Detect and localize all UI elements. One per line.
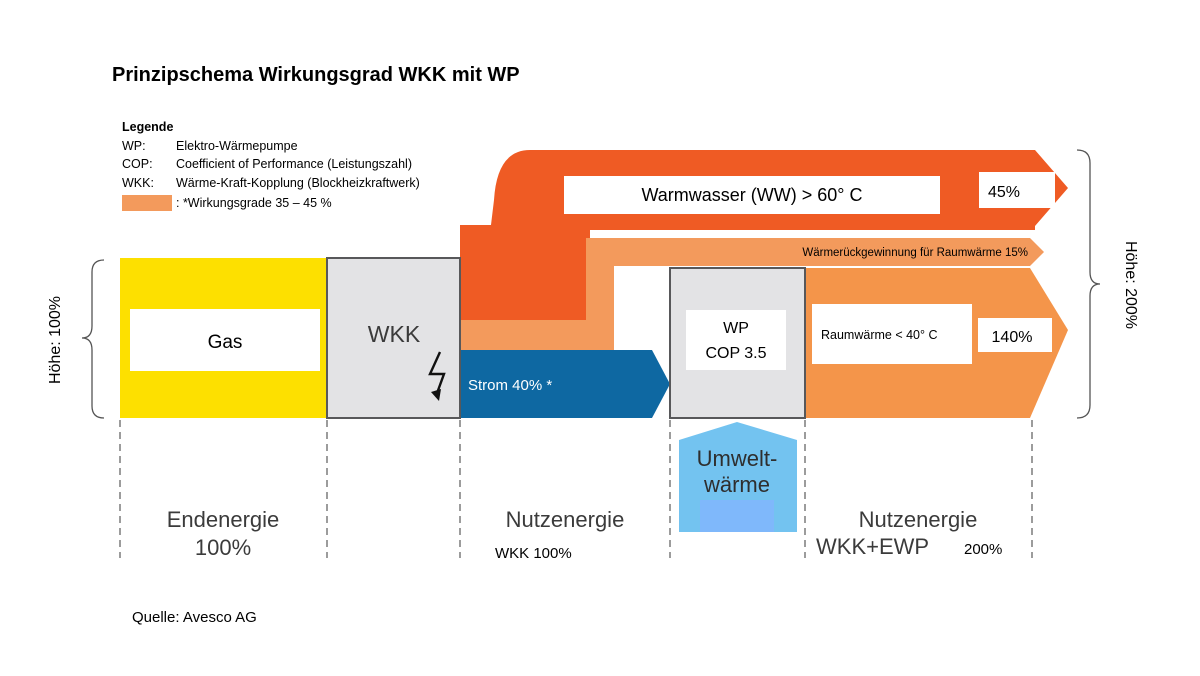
legend-item-wp: WP: Elektro-Wärmepumpe — [122, 137, 420, 156]
nutzenergie-total-label: Nutzenergie — [859, 507, 978, 532]
raumwaerme-label-box — [812, 304, 972, 364]
nutzenergie-wkk-pct: WKK 100% — [495, 545, 572, 562]
raumwaerme-pct-box — [978, 318, 1052, 352]
lightning-arrowhead-icon — [431, 389, 441, 401]
wp-label: WP — [723, 320, 749, 337]
raumwaerme-pct: 140% — [992, 329, 1033, 346]
warmwasser-stem — [460, 225, 590, 320]
column-separators — [119, 420, 1033, 558]
legend-rate-text: : *Wirkungsgrade 35 – 45 % — [176, 196, 332, 210]
legend-text: Wärme-Kraft-Kopplung (Blockheizkraftwerk… — [176, 175, 420, 190]
rueckgewinnung-label: Wärmerückgewinnung für Raumwärme 15% — [802, 247, 1028, 259]
rueckgewinnung-flow-band — [460, 238, 1044, 350]
wp-label-box — [686, 310, 786, 370]
legend-item-wkk: WKK: Wärme-Kraft-Kopplung (Blockheizkraf… — [122, 174, 420, 193]
legend-abbr: WKK: — [122, 175, 154, 190]
legend-text: Elektro-Wärmepumpe — [176, 138, 298, 153]
raumwaerme-label: Raumwärme < 40° C — [821, 328, 938, 342]
diagram-title: Prinzipschema Wirkungsgrad WKK mit WP — [112, 64, 520, 86]
legend-text: Coefficient of Performance (Leistungszah… — [176, 157, 412, 171]
legend-orange-swatch — [122, 195, 172, 212]
legend: Legende WP: Elektro-Wärmepumpe COP: Coef… — [122, 118, 420, 213]
legend-abbr: COP: — [122, 157, 153, 171]
right-height-brace — [1076, 149, 1101, 419]
left-height-brace — [81, 259, 105, 419]
nutzenergie-total-sub: WKK+EWP — [816, 534, 929, 559]
gas-label-box — [130, 309, 320, 371]
endenergie-label: Endenergie — [167, 507, 280, 532]
legend-heading: Legende — [122, 120, 174, 134]
lightning-icon — [428, 351, 446, 397]
warmwasser-pct-box — [979, 172, 1055, 208]
strom-flow-arrow — [460, 350, 670, 418]
gas-label: Gas — [208, 332, 243, 353]
nutzenergie-wkk-label: Nutzenergie — [506, 507, 625, 532]
height-left-label: Höhe: 100% — [47, 296, 64, 384]
umweltwaerme-inner — [700, 500, 774, 532]
legend-rate-note: : *Wirkungsgrade 35 – 45 % — [122, 194, 420, 213]
warmwasser-label-box — [564, 176, 940, 214]
wp-cop-label: COP 3.5 — [705, 345, 766, 362]
warmwasser-pct: 45% — [988, 184, 1020, 201]
height-right-label: Höhe: 200% — [1122, 241, 1139, 329]
legend-item-cop: COP: Coefficient of Performance (Leistun… — [122, 155, 420, 174]
legend-abbr: WP: — [122, 138, 146, 153]
wkk-label: WKK — [368, 321, 421, 347]
umweltwaerme-label: Umwelt- — [697, 446, 778, 471]
umweltwaerme-label-2: wärme — [703, 472, 770, 497]
source-note: Quelle: Avesco AG — [132, 609, 257, 626]
nutzenergie-total-pct: 200% — [964, 541, 1002, 558]
endenergie-pct: 100% — [195, 535, 251, 560]
strom-label: Strom 40% * — [468, 377, 552, 394]
warmwasser-label: Warmwasser (WW) > 60° C — [641, 185, 862, 205]
